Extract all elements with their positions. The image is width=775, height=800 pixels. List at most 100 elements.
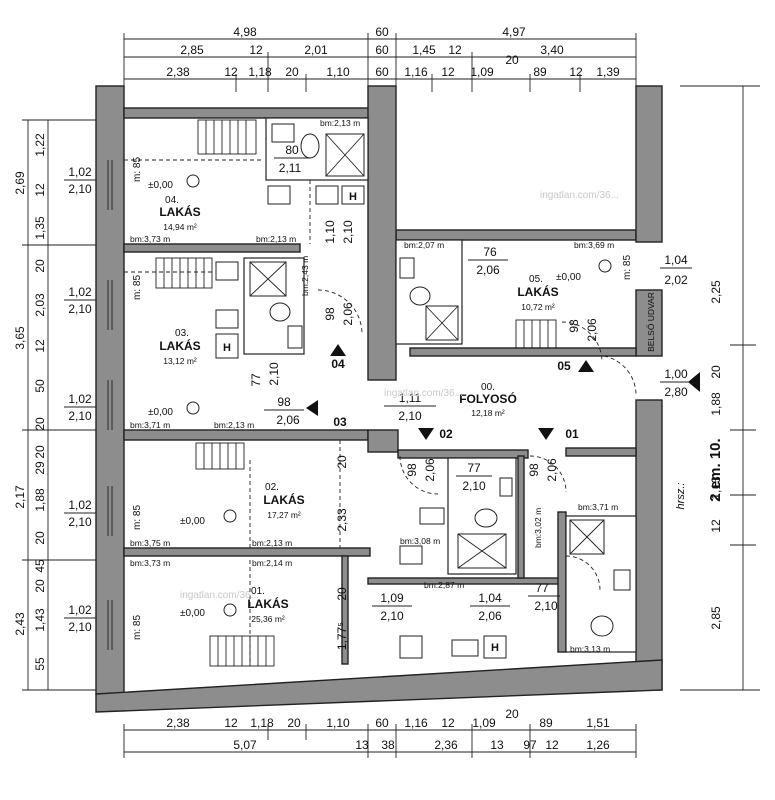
bathroom-02: [399, 457, 517, 575]
fridge-icon: H: [223, 342, 231, 354]
window-width: 1,02: [68, 498, 92, 512]
ceiling-height: bm:3,75 m: [130, 538, 170, 548]
dim-text: 1,13: [709, 476, 723, 500]
dim-text: 12: [441, 65, 455, 79]
top-dimension-row-2: 2,85 12 2,01 60 1,45 12 3,40: [180, 43, 564, 57]
dim-text: 12: [224, 65, 238, 79]
dim-text: 1,43: [33, 608, 47, 632]
ceiling-height: bm:3,71 m: [578, 502, 618, 512]
top-dimension-row-3: 2,38 12 1,18 20 1,10 60 1,16 12 1,09 20 …: [166, 53, 620, 79]
sill-height: m: 85: [132, 275, 143, 300]
toilet-icon: [269, 302, 291, 322]
dim-text: 12: [33, 339, 47, 353]
level-marker-icon: [223, 603, 237, 617]
room-name: LAKÁS: [247, 596, 288, 611]
room-number: 03.: [175, 328, 189, 339]
dim-text: 20: [505, 53, 519, 67]
kitchen-sink-icon: [267, 185, 291, 205]
central-wall-column: [367, 85, 397, 381]
wall-04-03: [123, 243, 301, 253]
dim-text: 97: [523, 738, 537, 752]
dim-text: 1,88: [709, 392, 723, 416]
door-width: 98: [277, 395, 291, 409]
door-labels: 80 2,11 1,10 2,10 98 2,06 76 2,06 98 2,0…: [249, 143, 688, 623]
door-width: 1,00: [664, 367, 688, 381]
room-name: LAKÁS: [159, 338, 200, 353]
corridor-wall-block: [367, 429, 399, 453]
ceiling-height: bm:2,43 m: [300, 256, 310, 296]
floor-level: ±0,00: [556, 272, 581, 283]
wall-top-room05: [395, 229, 637, 241]
room-area: 12,18 m²: [471, 408, 505, 418]
ceiling-height: bm:2,14 m: [252, 558, 292, 568]
door-width: 77: [535, 581, 549, 595]
ceiling-height: bm:2,13 m: [252, 538, 292, 548]
dim-text: 89: [533, 65, 547, 79]
floor-level: ±0,00: [148, 407, 173, 418]
exterior-wall-bottom: [95, 659, 663, 713]
door-swings: [317, 289, 637, 591]
window-width: 1,02: [68, 285, 92, 299]
room-area: 17,27 m²: [267, 510, 301, 520]
fridge-icon: H: [349, 191, 357, 203]
hrsz-label: hrsz.:: [675, 483, 687, 510]
corridor-wall-bottom-right: [565, 447, 637, 457]
left-dimension-lines: [22, 119, 100, 691]
door-height: 2,06: [545, 458, 559, 482]
dim-text: 20: [33, 259, 47, 273]
door-height: 2,02: [664, 273, 688, 287]
level-marker-icon: [598, 259, 612, 273]
room-03-labels: 03. LAKÁS 13,12 m² ±0,00 m: 85 bm:3,71 m…: [130, 256, 310, 430]
dim-text: 12: [448, 43, 462, 57]
window-height: 2,10: [68, 182, 92, 196]
door-width: 77: [249, 373, 263, 387]
door-height: 2,06: [276, 413, 300, 427]
dim-text: 45: [33, 559, 47, 573]
section-marker-label: 03: [333, 415, 347, 429]
room-area: 10,72 m²: [521, 302, 555, 312]
bathroom-03: H: [215, 257, 305, 359]
dim-text: 1,10: [326, 65, 350, 79]
door-width: 98: [567, 319, 581, 333]
section-marker-icon: [330, 344, 346, 356]
dim-text: 38: [381, 738, 395, 752]
courtyard-label: BELSŐ UDVAR: [646, 292, 656, 352]
dim-text: 2,38: [166, 65, 190, 79]
watermark-text: ingatlan.com/36...: [384, 388, 463, 399]
dim-text: 12: [224, 716, 238, 730]
room-00-labels: 00. FOLYOSÓ 12,18 m²: [459, 382, 517, 418]
ceiling-height: bm:3,08 m: [400, 536, 440, 546]
dim-text: 2,03: [33, 293, 47, 317]
floor-label: 2 em. 10.: [707, 438, 724, 501]
exterior-wall-right-top: [635, 85, 663, 243]
dim-text: 20: [33, 417, 47, 431]
door-height: 2,10: [534, 599, 558, 613]
door-width: 77: [467, 461, 481, 475]
toilet-icon: [409, 286, 431, 306]
dim-text: 1,77⁵: [335, 622, 349, 650]
dim-text: 1,16: [404, 65, 428, 79]
room-number: 00.: [481, 382, 495, 393]
wall-room01-left: [341, 555, 349, 665]
stove-icon: [215, 309, 239, 329]
window-height: 2,10: [68, 620, 92, 634]
level-marker-icon: [186, 401, 200, 415]
wall-room01-right: [557, 511, 567, 653]
door-label-lines: [264, 157, 692, 607]
room-area: 14,94 m²: [163, 222, 197, 232]
dim-text: 1,22: [33, 133, 47, 157]
section-marker-icon: [578, 360, 594, 372]
dim-text: 60: [375, 65, 389, 79]
dim-text: 2,33: [335, 508, 349, 532]
room-04-labels: 04. LAKÁS 14,94 m² ±0,00 m: 85 bm:3,73 m…: [130, 118, 360, 244]
dim-text: 1,09: [470, 65, 494, 79]
window-height: 2,10: [68, 409, 92, 423]
dim-text: 4,97: [502, 25, 526, 39]
sill-height: m: 85: [132, 505, 143, 530]
window-width: 1,02: [68, 603, 92, 617]
left-dimension-outer: 2,69 3,65 2,17 2,43: [13, 171, 27, 636]
dim-text: 2,43: [13, 612, 27, 636]
dim-text: 12: [33, 183, 47, 197]
dim-text: 12: [569, 65, 583, 79]
